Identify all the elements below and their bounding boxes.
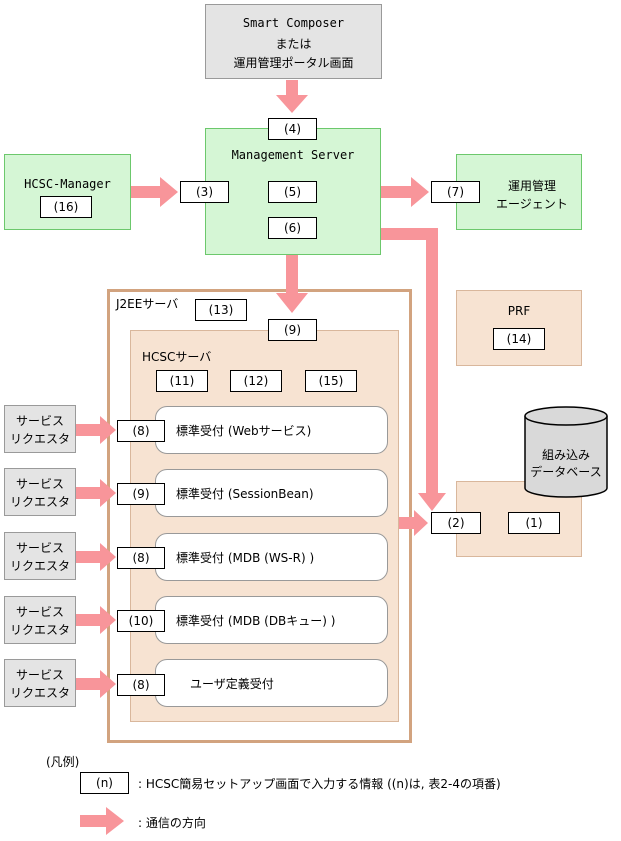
tag-15: (15) bbox=[305, 370, 357, 392]
reception-2-label: 標準受付 (SessionBean) bbox=[176, 486, 314, 501]
service-requester-4: サービス リクエスタ bbox=[4, 596, 76, 644]
arrow-manager-to-mgmt bbox=[131, 177, 178, 207]
j2ee-server-title: J2EEサーバ bbox=[116, 297, 179, 311]
reception-user-defined: ユーザ定義受付 bbox=[155, 659, 388, 707]
legend-tag: (n) bbox=[80, 772, 129, 794]
service-requester-3: サービス リクエスタ bbox=[4, 532, 76, 580]
database-line2: データベース bbox=[530, 465, 602, 479]
arrow-requester-5 bbox=[76, 670, 116, 698]
arrow-requester-2 bbox=[76, 479, 116, 507]
reception-mdb-dbqueue: 標準受付 (MDB (DBキュー) ) bbox=[155, 596, 388, 644]
reception-mdb-wsr: 標準受付 (MDB (WS-R) ) bbox=[155, 533, 388, 581]
tag-3: (3) bbox=[180, 181, 229, 203]
reception-1-tag: (8) bbox=[117, 420, 165, 442]
legend-title: (凡例) bbox=[46, 755, 80, 769]
service-requester-2: サービス リクエスタ bbox=[4, 468, 76, 516]
requester-4-line2: リクエスタ bbox=[9, 623, 70, 637]
tag-12: (12) bbox=[230, 370, 282, 392]
database-line1: 組み込み bbox=[541, 448, 590, 462]
service-requester-1: サービス リクエスタ bbox=[4, 405, 76, 453]
arrow-mgmt-to-agent bbox=[381, 177, 429, 207]
reception-session-bean: 標準受付 (SessionBean) bbox=[155, 469, 388, 517]
tag-16: (16) bbox=[40, 196, 92, 218]
requester-3-line2: リクエスタ bbox=[9, 559, 70, 573]
requester-1-line2: リクエスタ bbox=[9, 432, 70, 446]
database-cylinder bbox=[524, 406, 608, 498]
smart-composer-line2: または bbox=[275, 37, 312, 51]
legend-arrow-desc: : 通信の方向 bbox=[138, 816, 206, 830]
reception-5-label: ユーザ定義受付 bbox=[190, 676, 274, 691]
smart-composer-line3: 運用管理ポータル画面 bbox=[233, 56, 354, 70]
arrow-requester-4 bbox=[76, 606, 116, 634]
requester-1-line1: サービス bbox=[15, 414, 64, 428]
tag-1: (1) bbox=[508, 512, 560, 534]
management-server-title: Management Server bbox=[231, 148, 355, 162]
requester-5-line2: リクエスタ bbox=[9, 686, 70, 700]
arrow-hcsc-to-db bbox=[399, 510, 428, 536]
agent-line1: 運用管理 bbox=[508, 179, 557, 193]
reception-4-tag: (10) bbox=[117, 610, 165, 632]
arrow-mgmt-to-j2ee bbox=[276, 255, 308, 313]
tag-4: (4) bbox=[268, 118, 317, 140]
legend-tag-desc: : HCSC簡易セットアップ画面で入力する情報 ((n)は, 表2-4の項番) bbox=[138, 777, 501, 791]
tag-5: (5) bbox=[268, 181, 317, 203]
requester-2-line2: リクエスタ bbox=[9, 495, 70, 509]
tag-7: (7) bbox=[431, 181, 480, 203]
requester-2-line1: サービス bbox=[15, 477, 64, 491]
hcsc-manager-title: HCSC-Manager bbox=[24, 177, 111, 191]
requester-5-line1: サービス bbox=[15, 668, 64, 682]
agent-line2: エージェント bbox=[496, 197, 568, 211]
hcsc-manager-box: HCSC-Manager bbox=[4, 154, 131, 230]
prf-title: PRF bbox=[507, 304, 531, 318]
smart-composer-box: Smart Composer または 運用管理ポータル画面 bbox=[205, 4, 382, 79]
reception-1-label: 標準受付 (Webサービス) bbox=[176, 423, 312, 438]
tag-6: (6) bbox=[268, 217, 317, 239]
service-requester-5: サービス リクエスタ bbox=[4, 659, 76, 707]
tag-9-j2ee: (9) bbox=[268, 319, 317, 341]
tag-13: (13) bbox=[195, 299, 247, 321]
tag-14: (14) bbox=[493, 328, 545, 350]
reception-5-tag: (8) bbox=[117, 674, 165, 696]
arrow-composer-to-mgmt bbox=[276, 80, 308, 113]
reception-3-label: 標準受付 (MDB (WS-R) ) bbox=[176, 550, 315, 565]
reception-4-label: 標準受付 (MDB (DBキュー) ) bbox=[176, 613, 336, 628]
hcsc-server-title: HCSCサーバ bbox=[142, 350, 212, 364]
hcsc-server-box: HCSCサーバ bbox=[130, 330, 399, 722]
requester-4-line1: サービス bbox=[15, 605, 64, 619]
smart-composer-line1: Smart Composer bbox=[242, 16, 345, 30]
reception-web-service: 標準受付 (Webサービス) bbox=[155, 406, 388, 454]
arrow-requester-3 bbox=[76, 543, 116, 571]
prf-box: PRF bbox=[456, 290, 582, 366]
reception-3-tag: (8) bbox=[117, 547, 165, 569]
tag-11: (11) bbox=[156, 370, 208, 392]
arrow-mgmt-to-db bbox=[381, 228, 446, 511]
tag-2: (2) bbox=[431, 512, 481, 534]
requester-3-line1: サービス bbox=[15, 541, 64, 555]
reception-2-tag: (9) bbox=[117, 483, 165, 505]
legend-arrow bbox=[80, 807, 124, 835]
arrow-requester-1 bbox=[76, 416, 116, 444]
